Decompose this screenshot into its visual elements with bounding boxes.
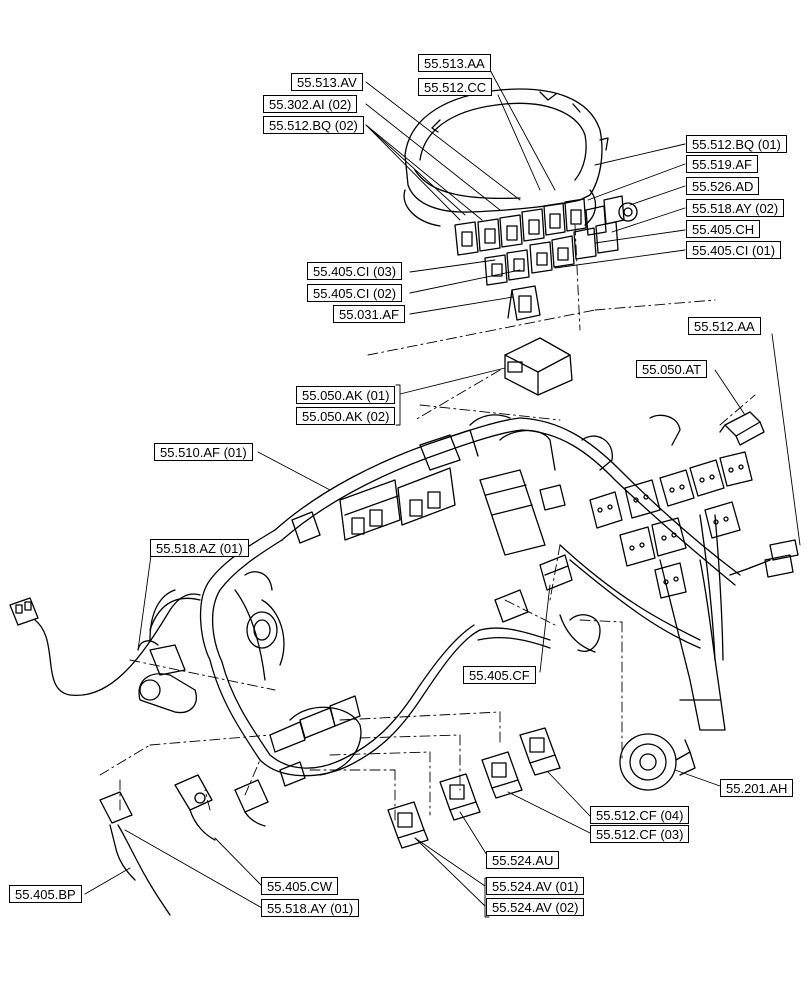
relay-component	[719, 411, 765, 446]
callout-55-518-ay-02: 55.518.AY (02)	[686, 199, 785, 217]
callout-55-526-ad: 55.526.AD	[686, 177, 760, 195]
callout-55-050-ak-02: 55.050.AK (02)	[296, 407, 396, 425]
callout-55-524-au: 55.524.AU	[486, 851, 560, 869]
callout-55-405-cf: 55.405.CF	[463, 666, 536, 684]
callout-55-512-cc: 55.512.CC	[418, 78, 493, 96]
callout-55-513-aa: 55.513.AA	[418, 54, 491, 72]
far-left-plug	[9, 593, 201, 697]
callout-55-405-ci-01: 55.405.CI (01)	[686, 241, 782, 259]
instrument-cluster	[403, 88, 609, 227]
callout-55-518-az-01: 55.518.AZ (01)	[150, 539, 249, 557]
callout-55-512-bq-02: 55.512.BQ (02)	[263, 116, 364, 134]
trunk-connectors	[339, 414, 681, 556]
callout-55-405-ci-02: 55.405.CI (02)	[307, 284, 403, 302]
callout-55-524-av-02: 55.524.AV (02)	[486, 898, 585, 916]
callout-55-050-at: 55.050.AT	[636, 360, 708, 378]
switch-row-upper	[454, 195, 638, 256]
callout-55-510-af-01: 55.510.AF (01)	[154, 443, 253, 461]
switch-row-lower	[484, 221, 619, 286]
rocker-switches	[387, 727, 561, 849]
callout-55-513-av: 55.513.AV	[291, 73, 363, 91]
callout-55-302-ai-02: 55.302.AI (02)	[263, 95, 358, 113]
right-connector-bank	[589, 451, 753, 599]
leader-lines	[84, 69, 801, 909]
callout-55-201-ah: 55.201.AH	[720, 779, 794, 797]
mid-harness	[259, 554, 601, 787]
callout-55-519-af: 55.519.AF	[686, 155, 758, 173]
control-module	[504, 337, 573, 396]
callout-55-405-ci-03: 55.405.CI (03)	[307, 262, 403, 280]
callout-55-512-cf-04: 55.512.CF (04)	[590, 806, 690, 824]
callout-55-405-cw: 55.405.CW	[261, 877, 339, 895]
callout-55-512-aa: 55.512.AA	[688, 317, 761, 335]
callout-55-050-ak-01: 55.050.AK (01)	[296, 386, 396, 404]
left-motor	[137, 640, 197, 714]
assembly-lines	[99, 224, 756, 821]
ignition-switch	[619, 733, 696, 791]
callout-55-031-af: 55.031.AF	[333, 305, 405, 323]
bottom-left-connectors	[99, 774, 269, 916]
main-harness	[274, 414, 741, 731]
small-connector-right	[729, 539, 799, 578]
switch-single	[507, 285, 541, 321]
callout-55-512-bq-01: 55.512.BQ (01)	[686, 135, 787, 153]
callout-55-405-ch: 55.405.CH	[686, 220, 761, 238]
callout-55-524-av-01: 55.524.AV (01)	[486, 877, 585, 895]
callout-55-405-bp: 55.405.BP	[9, 885, 82, 903]
callout-55-512-cf-03: 55.512.CF (03)	[590, 825, 690, 843]
callout-55-518-ay-01: 55.518.AY (01)	[261, 899, 360, 917]
left-harness	[149, 511, 321, 761]
